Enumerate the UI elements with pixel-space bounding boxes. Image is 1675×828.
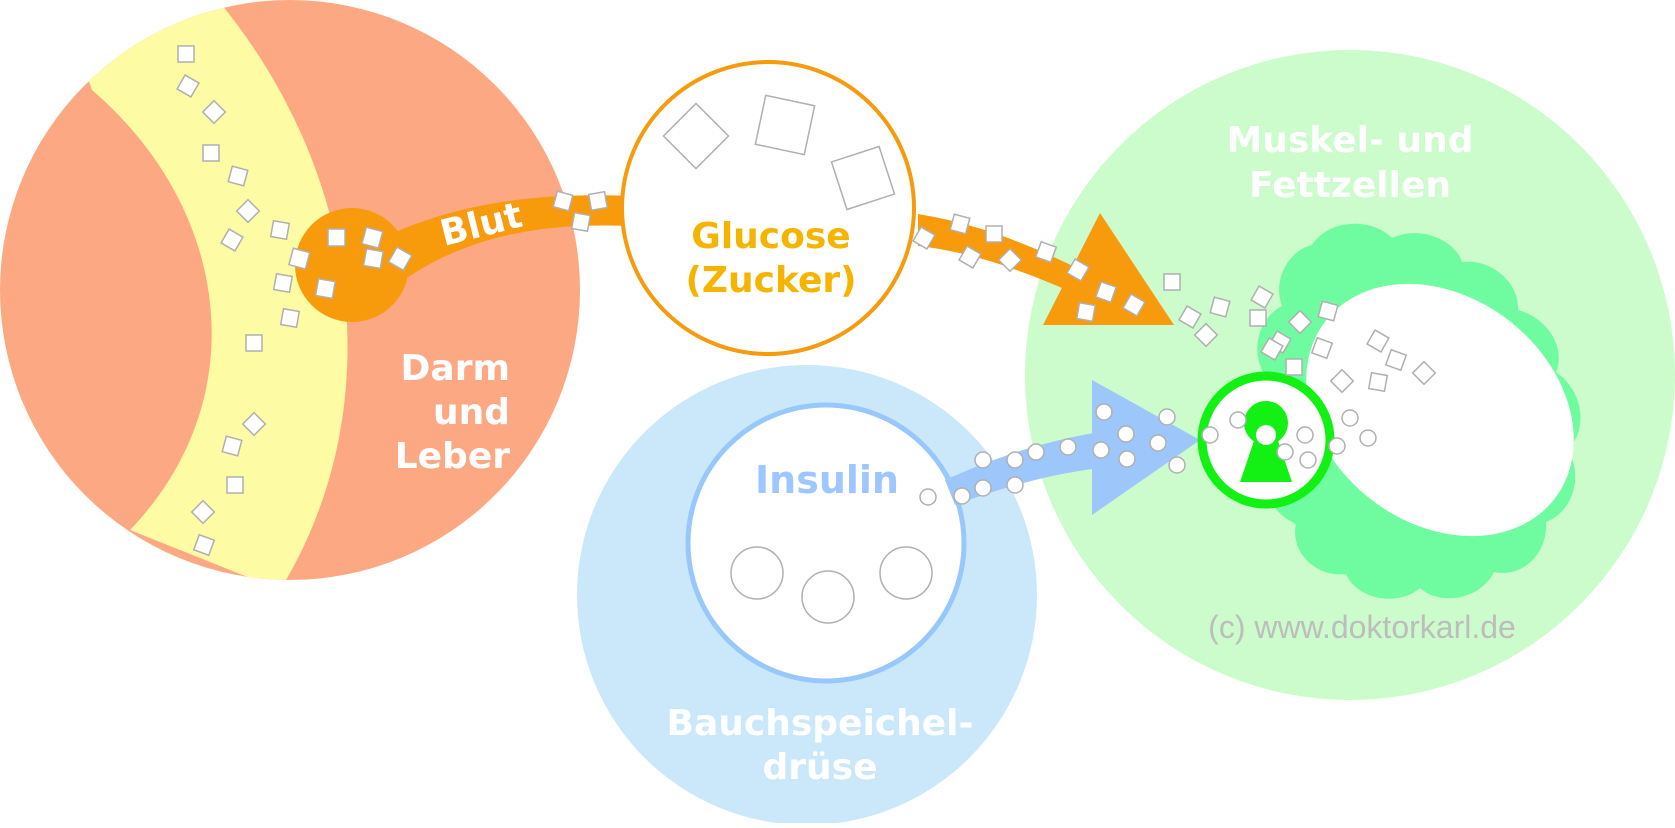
sugar-cubes-arrow: [912, 213, 1437, 394]
glucose-circle: [620, 60, 916, 356]
sugar-cube-icon: [830, 145, 896, 211]
gut-label-line2: und: [433, 392, 510, 433]
gut-label-line1: Darm: [401, 348, 510, 389]
gut-label-line3: Leber: [395, 436, 511, 477]
sugar-cubes-gut: [176, 45, 301, 557]
muscle-label-line2: Fettzellen: [1249, 165, 1451, 206]
gut-liver-circle: [0, 0, 580, 580]
pancreas-label-line1: Bauchspeichel-: [667, 703, 974, 744]
insulin-molecule-icon: [730, 546, 784, 600]
sugar-cubes-blood: [288, 190, 609, 300]
pancreas-circle: [577, 365, 1037, 825]
sugar-cube-icon: [662, 102, 730, 170]
pancreas-label-line2: drüse: [763, 747, 878, 788]
insulin-label: Insulin: [755, 458, 899, 502]
insulin-dots: [919, 403, 1377, 506]
glucose-label-line2: (Zucker): [685, 260, 856, 301]
insulin-molecule-icon: [801, 570, 855, 624]
sugar-cube-icon: [754, 94, 816, 156]
glucose-label-line1: Glucose: [691, 216, 850, 257]
insulin-molecule-icon: [879, 546, 933, 600]
muscle-label-line1: Muskel- und: [1226, 120, 1473, 161]
copyright-text: (c) www.doktorkarl.de: [1208, 609, 1516, 645]
